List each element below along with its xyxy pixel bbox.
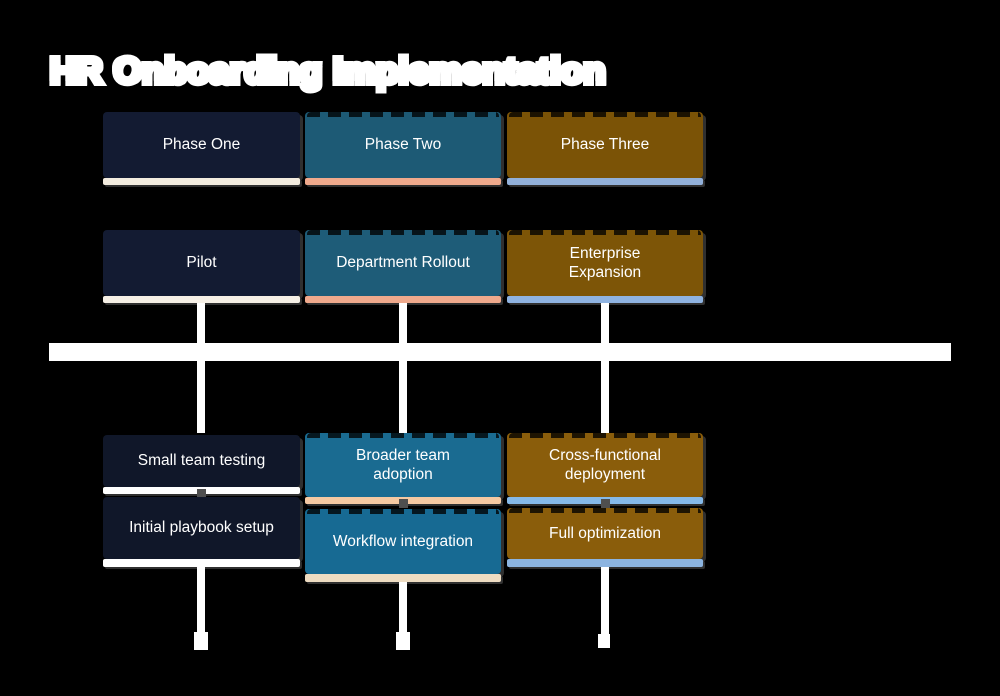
tail-col1-foot	[194, 632, 208, 650]
phase-three-label: Phase Three	[560, 136, 650, 154]
connector-stub-col1-icon	[197, 489, 206, 498]
connector-col3-upper	[601, 303, 609, 343]
period-department-rollout-box: Department Rollout	[305, 230, 501, 296]
period-department-rollout-label: Department Rollout	[336, 254, 470, 272]
tail-col1	[197, 567, 205, 632]
period-pilot-label: Pilot	[186, 254, 217, 272]
period-pilot-box: Pilot	[103, 230, 300, 296]
period-enterprise-expansion-label: Enterprise Expansion	[568, 244, 642, 281]
event-full-optimization-box: Full optimization	[507, 508, 703, 559]
period-enterprise-expansion-box: Enterprise Expansion	[507, 230, 703, 296]
timeline-axis-band	[49, 343, 951, 361]
phase-three-underline	[507, 178, 703, 185]
connector-col1-lower	[197, 361, 205, 433]
event-small-team-testing-label: Small team testing	[137, 452, 266, 470]
event-workflow-integration-box: Workflow integration	[305, 509, 501, 574]
event-cross-functional-deployment-label: Cross-functional deployment	[549, 446, 661, 483]
phase-one-box: Phase One	[103, 112, 300, 178]
event-initial-playbook-setup-underline	[103, 559, 300, 567]
event-cross-functional-deployment-box: Cross-functional deployment	[507, 433, 703, 497]
phase-two-label: Phase Two	[364, 136, 442, 154]
phase-two-underline	[305, 178, 501, 185]
connector-col2-upper	[399, 303, 407, 343]
event-workflow-integration-label: Workflow integration	[332, 532, 474, 550]
phase-one-underline	[103, 178, 300, 185]
period-enterprise-expansion-underline	[507, 296, 703, 303]
connector-stub-col3-icon	[601, 499, 610, 508]
tail-col3-foot	[598, 634, 610, 648]
diagram-title: HR Onboarding Implementation	[47, 47, 609, 94]
period-department-rollout-underline	[305, 296, 501, 303]
phase-one-label: Phase One	[162, 136, 241, 154]
phase-two-box: Phase Two	[305, 112, 501, 178]
connector-stub-col2-icon	[399, 499, 408, 508]
event-small-team-testing-box: Small team testing	[103, 435, 300, 487]
event-workflow-integration-underline	[305, 574, 501, 582]
event-initial-playbook-setup-label: Initial playbook setup	[129, 519, 274, 537]
connector-col1-upper	[197, 303, 205, 343]
connector-col2-lower	[399, 361, 407, 433]
tail-col2-foot	[396, 632, 410, 650]
event-full-optimization-label: Full optimization	[549, 524, 661, 542]
connector-col3-lower	[601, 361, 609, 433]
event-full-optimization-underline	[507, 559, 703, 567]
phase-three-box: Phase Three	[507, 112, 703, 178]
period-pilot-underline	[103, 296, 300, 303]
tail-col3	[601, 567, 609, 634]
tail-col2	[399, 582, 407, 632]
event-broader-team-adoption-label: Broader team adoption	[356, 446, 450, 483]
event-broader-team-adoption-box: Broader team adoption	[305, 433, 501, 497]
event-initial-playbook-setup-box: Initial playbook setup	[103, 497, 300, 559]
